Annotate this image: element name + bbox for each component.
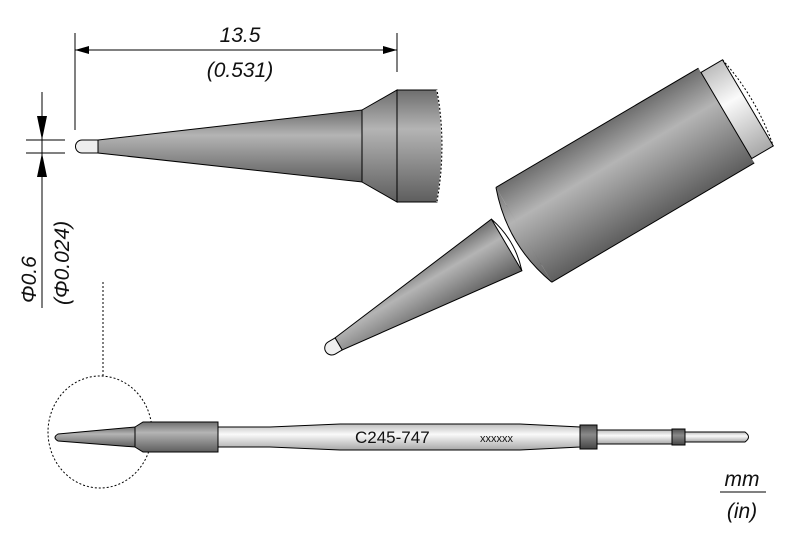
tip-side-view [75,89,443,203]
part-number: C245-747 [355,428,430,447]
cartridge-full-view: C245-747 xxxxxx [54,421,749,453]
tip-perspective-view [324,59,774,356]
diameter-dimension: Φ0.6 (Φ0.024) [18,92,74,308]
units-legend: mm (in) [720,468,766,523]
detail-callout [47,282,153,489]
length-in-label: (0.531) [207,59,274,82]
length-mm-label: 13.5 [220,24,261,47]
diameter-mm-label: Φ0.6 [18,256,41,303]
length-dimension: 13.5 (0.531) [74,24,398,130]
unit-mm: mm [725,468,760,491]
diameter-in-label: (Φ0.024) [51,221,74,305]
unit-in: (in) [727,500,757,523]
cartridge-code: xxxxxx [480,433,514,445]
